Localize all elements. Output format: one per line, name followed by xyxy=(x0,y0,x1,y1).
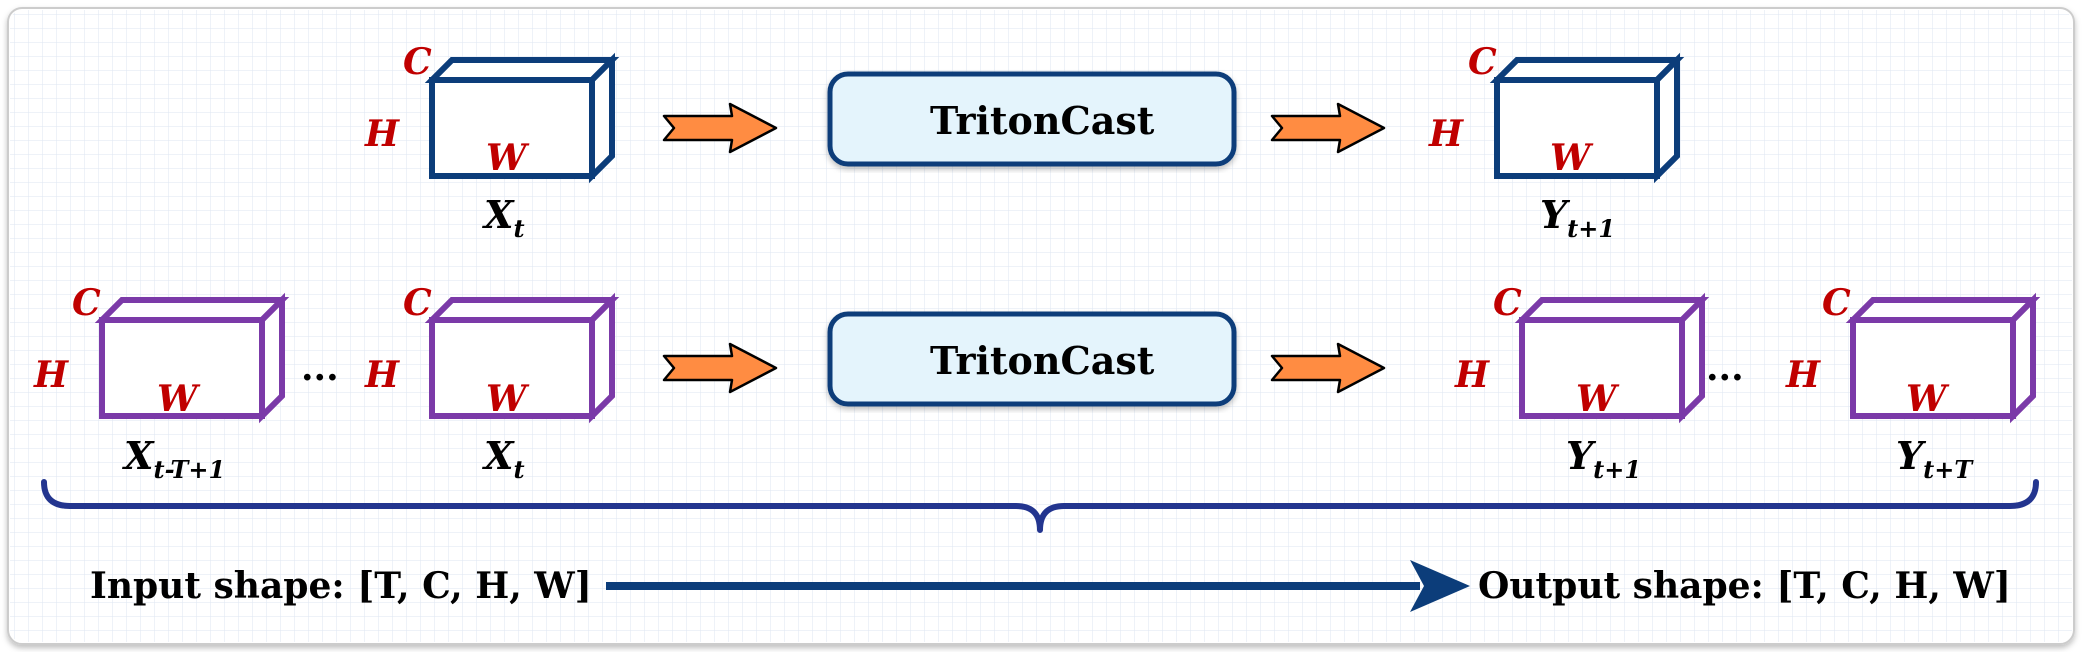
model-box-label-row1: TritonCast xyxy=(930,98,1155,143)
row1-output-var-label: Yt+1 xyxy=(1540,192,1616,243)
row1-input-cube xyxy=(424,52,620,184)
shape-arrow-head xyxy=(1410,560,1470,612)
row2-input-last-cube-front-face xyxy=(429,317,595,419)
output-shape-label: Output shape: [T, C, H, W] xyxy=(1478,565,2011,607)
row2-input-first-w-label: W xyxy=(157,378,198,420)
row2-input-first-var-label: Xt-T+1 xyxy=(124,433,226,484)
row2-input-ellipsis: ... xyxy=(301,347,339,389)
row1-input-h-label: H xyxy=(365,113,400,155)
row2-input-arrow xyxy=(662,342,778,394)
row2-output-last-w-label: W xyxy=(1906,378,1947,420)
model-box-row1 xyxy=(827,71,1237,167)
row2-output-first-cube xyxy=(1514,292,1710,424)
model-box-row2 xyxy=(827,311,1237,407)
row2-input-first-cube xyxy=(94,292,290,424)
row2-input-last-cube xyxy=(424,292,620,424)
row2-input-last-w-label: W xyxy=(486,378,527,420)
row1-output-arrow xyxy=(1270,102,1386,154)
row2-input-first-c-label: C xyxy=(72,282,101,324)
row1-output-cube-front-face xyxy=(1494,77,1660,179)
row1-input-var-label: Xt xyxy=(484,192,525,243)
row2-output-first-var-label: Yt+1 xyxy=(1566,433,1642,484)
row2-input-first-cube-front-face xyxy=(99,317,265,419)
row1-output-h-label: H xyxy=(1429,113,1464,155)
row2-output-first-h-label: H xyxy=(1455,354,1490,396)
row2-output-first-c-label: C xyxy=(1493,282,1522,324)
row2-output-ellipsis: ... xyxy=(1706,347,1744,389)
row2-input-first-h-label: H xyxy=(34,354,69,396)
row2-output-arrow xyxy=(1270,342,1386,394)
row1-output-cube xyxy=(1489,52,1685,184)
row2-output-first-w-label: W xyxy=(1576,378,1617,420)
row2-output-last-cube-front-face xyxy=(1850,317,2016,419)
row2-output-last-cube xyxy=(1845,292,2041,424)
model-box-label-row2: TritonCast xyxy=(930,338,1155,383)
row1-output-c-label: C xyxy=(1468,41,1497,83)
row2-input-last-c-label: C xyxy=(403,282,432,324)
row1-input-cube-front-face xyxy=(429,77,595,179)
row2-input-last-h-label: H xyxy=(365,354,400,396)
input-shape-label: Input shape: [T, C, H, W] xyxy=(90,565,592,607)
row1-output-w-label: W xyxy=(1550,137,1591,179)
row2-output-last-c-label: C xyxy=(1822,282,1851,324)
row2-input-last-var-label: Xt xyxy=(484,433,525,484)
row2-output-first-cube-front-face xyxy=(1519,317,1685,419)
row1-input-arrow xyxy=(662,102,778,154)
row2-output-last-h-label: H xyxy=(1786,354,1821,396)
row1-input-w-label: W xyxy=(486,137,527,179)
row1-input-c-label: C xyxy=(403,41,432,83)
grouping-brace xyxy=(41,479,2039,533)
row2-output-last-var-label: Yt+T xyxy=(1896,433,1973,484)
